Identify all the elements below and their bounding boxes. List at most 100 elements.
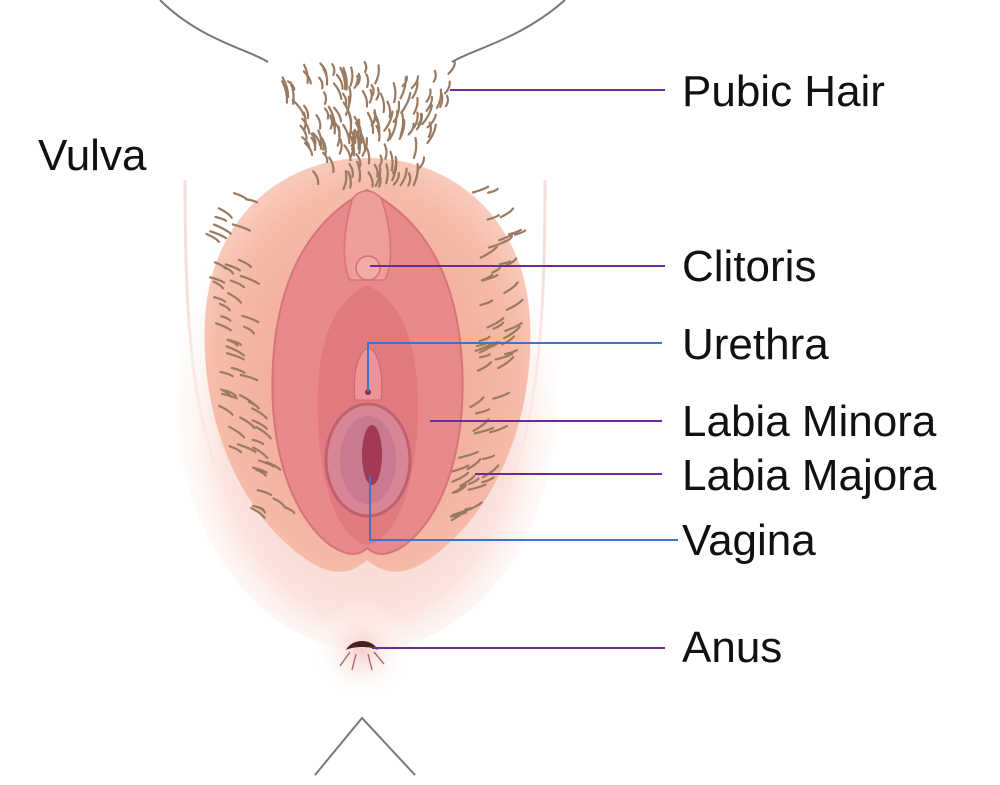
hair-strand — [361, 90, 369, 108]
hair-strand — [466, 458, 482, 471]
hair-strand — [228, 445, 243, 454]
hair-strand — [342, 170, 348, 191]
hair-strand — [356, 131, 362, 155]
hair-strand — [230, 366, 246, 374]
hair-strand — [481, 476, 495, 484]
hair-strand — [218, 404, 234, 416]
hair-strand — [256, 489, 273, 497]
hair-strand — [392, 171, 400, 186]
hair-strand — [331, 63, 336, 77]
hair-strand — [435, 88, 443, 109]
hair-strand — [379, 92, 386, 114]
hair-strand — [348, 163, 354, 178]
hair-strand — [479, 246, 498, 259]
hair-strand — [398, 118, 406, 140]
hair-strand — [250, 506, 266, 519]
hair-strand — [417, 156, 426, 170]
hair-strand — [367, 171, 374, 188]
hair-strand — [374, 64, 380, 85]
hair-strand — [356, 72, 361, 86]
hair-strand — [312, 132, 321, 147]
perineum-glow — [312, 600, 412, 700]
clitoris — [355, 255, 381, 281]
hair-strand — [481, 464, 500, 479]
hair-strand — [342, 123, 351, 145]
hair-strand — [328, 156, 335, 173]
label-vagina: Vagina — [682, 516, 816, 565]
hair-strand — [213, 296, 227, 303]
hair-strand — [209, 276, 226, 284]
hair-strand — [228, 425, 246, 439]
hair-strand — [364, 145, 371, 165]
hair-strand — [231, 223, 251, 232]
hair-strand — [476, 361, 493, 372]
clitoral-hood — [343, 190, 392, 281]
hair-strand — [236, 443, 257, 453]
hair-strand — [335, 73, 344, 90]
hair-strand — [355, 153, 362, 168]
hair-strand — [471, 185, 490, 194]
hair-strand — [225, 345, 245, 357]
hair-strand — [322, 67, 329, 86]
hair-strand — [327, 105, 337, 128]
hair-strand — [239, 416, 256, 430]
hair-strand — [451, 482, 466, 494]
hair-strand — [217, 207, 233, 219]
hair-strand — [237, 258, 253, 269]
hair-strand — [332, 82, 343, 101]
hair-strand — [218, 302, 231, 312]
hair-strand — [503, 281, 519, 295]
hair-strand — [349, 66, 354, 87]
hair-strand — [412, 136, 418, 159]
label-anus: Anus — [682, 623, 782, 672]
hair-strand — [463, 501, 483, 513]
hair-strand — [339, 66, 347, 91]
hair-strand — [315, 114, 322, 130]
hair-strand — [302, 104, 310, 120]
pubic-hair-cluster — [281, 60, 456, 191]
hair-strand — [400, 91, 412, 114]
hair-strand — [412, 111, 419, 129]
hair-strand — [281, 76, 290, 99]
hair-strand — [412, 96, 419, 115]
hair-strand — [385, 163, 389, 185]
diagram-title: Vulva — [38, 131, 147, 180]
hair-strand — [247, 400, 260, 410]
hair-strand — [391, 158, 398, 182]
hair-strand — [407, 172, 412, 187]
hair-strand — [383, 110, 394, 132]
hair-strand — [444, 94, 450, 108]
hair-strand — [375, 124, 381, 142]
hair-strand — [332, 106, 343, 123]
hair-strand — [299, 124, 308, 140]
hair-strand — [347, 111, 353, 135]
hair-strand — [502, 235, 514, 244]
hair-strand — [224, 389, 237, 398]
hair-strand — [323, 107, 330, 120]
hair-strand — [226, 338, 239, 347]
hair-strand — [287, 80, 296, 91]
body-outline-right — [451, 0, 566, 63]
hair-strand — [254, 468, 267, 477]
hair-strand — [467, 483, 487, 491]
hair-strand — [504, 322, 523, 332]
hair-strand — [322, 151, 329, 164]
hair-strand — [378, 154, 383, 168]
hair-strand — [317, 129, 323, 150]
hair-strand — [220, 388, 233, 398]
hair-strand — [417, 112, 423, 126]
hair-strand — [212, 280, 225, 290]
hair-strand — [467, 477, 480, 486]
hair-strand — [492, 321, 505, 330]
hair-strand — [489, 424, 508, 434]
hair-strand — [386, 128, 392, 142]
label-clitoris: Clitoris — [682, 242, 816, 291]
hair-strand — [214, 215, 228, 222]
hair-strand — [342, 92, 348, 107]
hair-strand — [251, 438, 265, 446]
hair-strand — [492, 391, 510, 400]
vaginal-opening — [362, 425, 382, 485]
hair-strand — [212, 223, 232, 235]
hair-strand — [513, 229, 527, 236]
hair-strand — [447, 61, 456, 75]
